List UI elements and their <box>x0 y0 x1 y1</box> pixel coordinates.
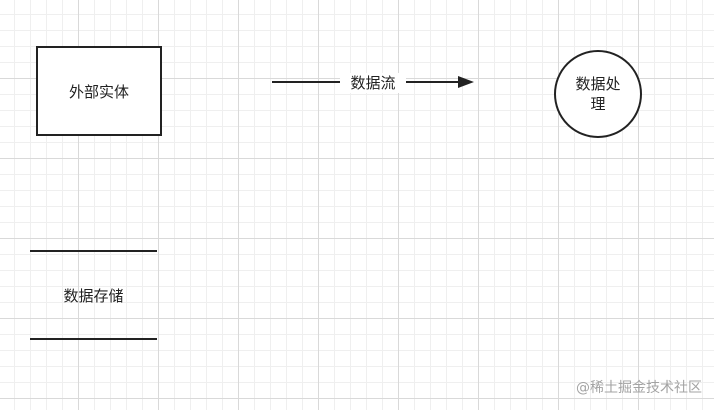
external-entity-box[interactable]: 外部实体 <box>36 46 162 136</box>
watermark: @稀土掘金技术社区 <box>576 380 702 396</box>
data-store-top-line[interactable] <box>30 250 157 252</box>
process-label: 数据处理 <box>575 75 621 113</box>
data-store-label: 数据存储 <box>63 287 124 305</box>
data-store-bottom-line[interactable] <box>30 338 157 340</box>
external-entity-label: 外部实体 <box>68 82 129 101</box>
process-circle[interactable]: 数据处理 <box>554 50 642 138</box>
data-flow-arrowhead <box>458 76 474 88</box>
data-flow-label: 数据流 <box>340 73 406 93</box>
